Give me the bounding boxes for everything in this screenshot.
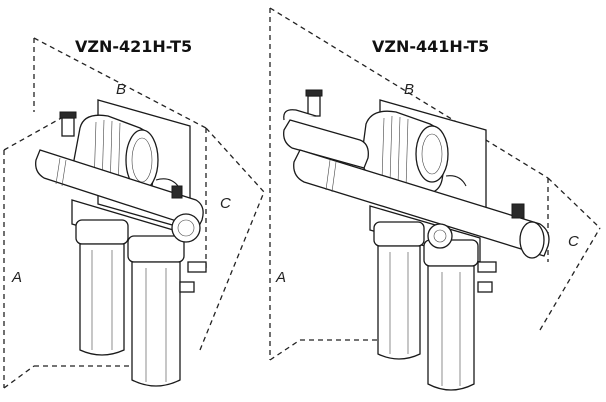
dimension-label-b: B	[116, 81, 126, 98]
unit-right: VZN-441H-T5 A B C	[269, 7, 601, 391]
shutoff-valve	[59, 111, 77, 137]
dimension-label-c: C	[568, 233, 579, 250]
pressure-tank	[361, 110, 449, 195]
filter-canister-1	[75, 219, 129, 356]
membrane-housing	[283, 119, 550, 259]
dimension-label-a: A	[275, 269, 286, 286]
dimension-label-b: B	[404, 81, 414, 98]
filter-canister-2	[127, 235, 185, 387]
dimension-label-a: A	[11, 269, 22, 286]
dimension-box	[3, 37, 265, 389]
fittings	[427, 175, 525, 293]
filter-canister-2	[423, 239, 479, 391]
model-title: VZN-421H-T5	[75, 37, 192, 56]
shutoff-valve	[283, 89, 323, 121]
model-title: VZN-441H-T5	[372, 37, 489, 56]
filter-canister-1	[373, 221, 425, 360]
dimension-box	[269, 7, 601, 361]
dimension-label-c: C	[220, 195, 231, 212]
fittings	[155, 178, 207, 293]
unit-left: VZN-421H-T5 A B C	[3, 37, 265, 389]
